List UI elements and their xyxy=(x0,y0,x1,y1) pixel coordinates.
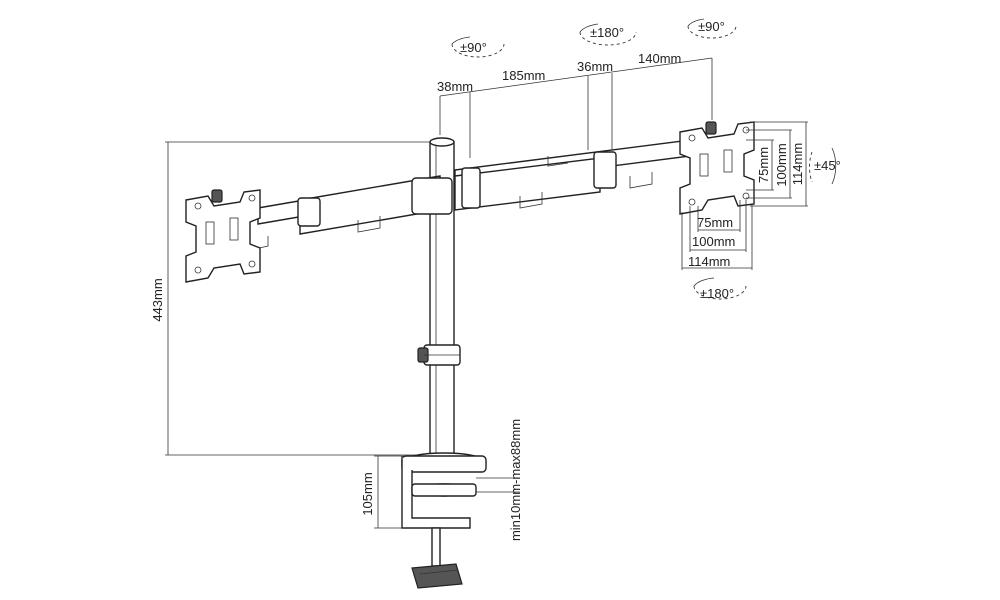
right-arm xyxy=(454,139,691,211)
right-vesa-plate xyxy=(679,121,755,215)
swivel-indicator: ±180° xyxy=(693,277,747,301)
vesa-100-h-label: 100mm xyxy=(692,234,735,249)
rotation-left-indicator: ±90° xyxy=(451,36,505,58)
left-knob xyxy=(211,189,223,203)
seg-185-label: 185mm xyxy=(502,68,545,83)
arm-length-dimension: 38mm 185mm 36mm 140mm xyxy=(437,51,713,158)
left-vesa-plate xyxy=(185,189,261,283)
clamp-range-dimension: min10mm-max88mm xyxy=(476,419,523,541)
seg-38-label: 38mm xyxy=(437,79,473,94)
clamp-height-dimension: 105mm xyxy=(360,455,404,529)
rotation-left-label: ±90° xyxy=(460,40,487,55)
left-arm xyxy=(249,175,453,251)
swivel-label: ±180° xyxy=(700,286,734,301)
vesa-horizontal-dimensions: 75mm 100mm 114mm xyxy=(681,200,753,270)
desk-clamp xyxy=(401,452,487,589)
tilt-indicator: ±45° xyxy=(809,147,841,185)
vesa-114-v-label: 114mm xyxy=(790,143,805,185)
rotation-right-indicator: ±90° xyxy=(687,18,737,39)
rotation-mid-label: ±180° xyxy=(590,25,624,40)
vesa-114-h-label: 114mm xyxy=(688,254,730,269)
pole-height-dimension: 443mm xyxy=(150,141,440,456)
vesa-vertical-dimensions: 75mm 100mm 114mm xyxy=(746,121,808,207)
seg-36-label: 36mm xyxy=(577,59,613,74)
pole-height-label: 443mm xyxy=(150,278,165,321)
rotation-right-label: ±90° xyxy=(698,19,725,34)
tilt-label: ±45° xyxy=(814,158,841,173)
clamp-range-label: min10mm-max88mm xyxy=(508,419,523,541)
clamp-height-label: 105mm xyxy=(360,472,375,515)
vesa-75-h-label: 75mm xyxy=(697,215,733,230)
vesa-75-v-label: 75mm xyxy=(756,147,771,183)
right-knob xyxy=(705,121,717,135)
vesa-100-v-label: 100mm xyxy=(774,143,789,186)
seg-140-label: 140mm xyxy=(638,51,681,66)
rotation-mid-indicator: ±180° xyxy=(579,23,637,46)
